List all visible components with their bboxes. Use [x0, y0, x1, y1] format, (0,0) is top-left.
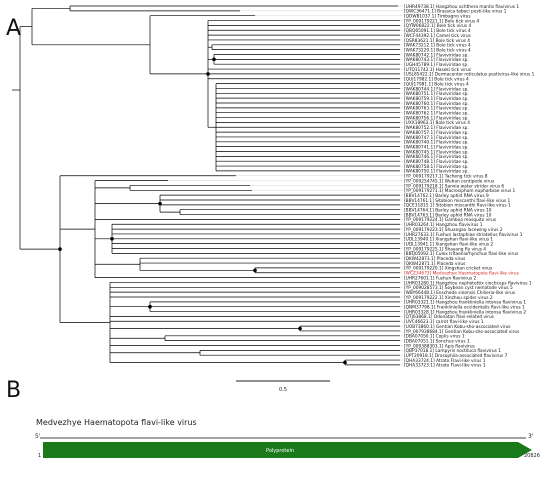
leaf-label: [QKW42871.1] Placeda virus: [404, 261, 466, 267]
leaf-label: [WAK80752.1] Flaviviridae sp.: [404, 125, 469, 131]
leaf-label: [YP_009254745.1] Wuhan centipede virus: [404, 178, 495, 184]
leaf-label: [YP_009179222.1] Xinzhou spider virus 2: [404, 295, 493, 301]
leaf-label: [QUJ17981.1] Bole tick virus 4: [404, 81, 469, 87]
leaf-label: [YP_009179225.1] Shayang fly virus 4: [404, 246, 486, 252]
scale-bar-label: 0.5: [279, 387, 287, 393]
genome-length-end: 20826: [524, 453, 540, 459]
leaf-label: [QCE31815.1] Sitobion miscanthi flavi-li…: [404, 203, 511, 209]
leaf-label: [YP_009179221.1] Bole tick virus 4: [404, 18, 479, 24]
leaf-label: [YP_009179224.1] Gamboa mosquito virus: [404, 217, 497, 223]
leaf-label: [BBV14762.1] Barley aphid RNA virus 9: [404, 193, 489, 199]
leaf-label: [WAK80750.1] Flaviviridae sp.: [404, 169, 469, 175]
leaf-label: [QDW81037.1] Timbagno virus: [404, 14, 471, 20]
leaf-label: [UHR27633.1] Fushun lastaphiae striatell…: [404, 232, 523, 238]
leaf-label: [UHR49738.1] Hangzhou ochthera mantis fl…: [404, 4, 519, 10]
leaf-label: [WAK80745.1] Flaviviridae sp.: [404, 149, 469, 155]
leaf-label: [WAK73212.1] Bole tick virus 4: [404, 43, 471, 49]
leaf-label: [UDL13940.1] Xiangshan flavi-like virus …: [404, 237, 493, 243]
leaf-label: [QHA33723.1] Atrato Flavi-like virus 1: [404, 363, 486, 369]
genome-title: Medvezhye Haematopota flavi-like virus: [36, 418, 197, 427]
leaf-label: [QHA33724.1] Atrato Flavi-like virus 1: [404, 358, 486, 364]
leaf-label: [BBV14761.1] Sitobion miscanthi flavi-li…: [404, 198, 511, 204]
leaf-label: [WAK80763.1] Flaviviridae sp.: [404, 106, 469, 112]
genome-map: 5' 3' 1 Polyprotein 20826: [35, 433, 540, 459]
leaf-label: [YP_009179218.1] Sanxia water strider vi…: [404, 183, 504, 189]
leaf-label: [WAK80744.1] Flaviviridae sp.: [404, 86, 469, 92]
tree-branches: [12, 5, 403, 366]
leaf-label: [WAK80742.1] Flaviviridae sp.: [404, 52, 469, 58]
leaf-label: [DBA07050.1] Coplis virus 1: [404, 334, 465, 340]
leaf-label: [WAK80748.1] Flaviviridae sp.: [404, 159, 469, 165]
leaf-label: [YP_009179217.1] Tacheng tick virus 8: [404, 174, 488, 180]
leaf-label: [BBV14764.1] Barley aphid RNA virus 10: [404, 208, 492, 214]
panel-label-a: A: [6, 16, 22, 41]
genome-length-start: 1: [38, 453, 41, 459]
genome-three-prime: 3': [528, 433, 534, 440]
leaf-label: [WAK80746.1] Flaviviridae sp.: [404, 154, 469, 160]
leaf-label: [WAK80756.1] Flaviviridae sp.: [404, 115, 469, 121]
polyprotein-label: Polyprotein: [266, 448, 294, 454]
polyprotein-orf: [43, 442, 532, 458]
leaf-label: [QSR83621.1] Bole tick virus 4: [404, 38, 470, 44]
leaf-label: [WAK80743.1] Flaviviridae sp.: [404, 57, 469, 63]
genome-five-prime: 5': [35, 433, 41, 440]
leaf-label: [YP_009179271.1] Macrosiphum euphorbiae …: [404, 188, 516, 194]
leaf-label: [WAK80759.1] Flaviviridae sp.: [404, 96, 469, 102]
leaf-label: [UHR27601.1] Fushun flavivirus 2: [404, 275, 476, 281]
leaf-label: [WAK80740.1] Flaviviridae sp.: [404, 140, 469, 146]
tree-leaf-labels: [UHR49738.1] Hangzhou ochthera mantis fl…: [404, 4, 535, 369]
leaf-label: [UHR03280.1] Hangzhou nephotettix cincti…: [404, 280, 532, 286]
leaf-label: [UOB73860.1] Gentian Kobu-sho-associated…: [404, 324, 511, 330]
leaf-label: [QBQ65091.1] Bole tick virus 4: [404, 28, 471, 34]
leaf-label: [QBP37018.1] Lampyris noctiluca flavivir…: [404, 348, 501, 354]
leaf-label: [UGH45789.1] Flaviviridae sp.: [404, 62, 469, 68]
leaf-label: [YP_007938684.1] Gentian Kobu-sho-associ…: [404, 329, 520, 335]
leaf-label: [UXX18963.1] Bole tick virus 4: [404, 120, 470, 126]
leaf-label: [YP_009028573.1] Soybean cyst nematode v…: [404, 285, 513, 291]
leaf-label: [QYW06822.1] Bole tick virus 4: [404, 23, 471, 29]
leaf-label: [WAK73229.1] Bole tick virus 4: [404, 47, 471, 53]
leaf-label: [WAK80741.1] Flaviviridae sp.: [404, 144, 469, 150]
leaf-label: [QKW42873.1] Placeda virus: [404, 256, 466, 262]
leaf-label: [UVC46623.1] carrot flavi-like virus 1: [404, 319, 484, 325]
leaf-label-highlighted: [WCZ34673] Medvezhye Haematopota flavi-l…: [404, 271, 520, 277]
leaf-label: [WBY66448.1] Enschede sinensis Chilieria…: [404, 290, 516, 296]
leaf-label: [WAK80758.1] Flaviviridae sp.: [404, 164, 469, 170]
leaf-label: [UHR03321.1] Hangzhou frankliniella into…: [404, 300, 526, 306]
leaf-label: [QNM37798.1] Frankliniella occidentalis …: [404, 305, 525, 311]
scale-bar: 0.5: [236, 380, 330, 393]
leaf-label: [UPT20918.1] Drosophila-associated flavi…: [404, 353, 508, 359]
panel-label-b: B: [6, 378, 22, 403]
leaf-label: [QUJ17982.1] Bole tick virus 4: [404, 77, 469, 83]
leaf-label: [WAK80751.1] Flaviviridae sp.: [404, 91, 469, 97]
leaf-label: [YP_009179220.1] Xingshan cricket virus: [404, 266, 493, 272]
leaf-label: [WAK80760.1] Flaviviridae sp.: [404, 101, 469, 107]
leaf-label: [BBQ05092.1] Culex tritaeniorhynchus fla…: [404, 251, 519, 257]
leaf-label: [UTQ11742.1] Haseki tick virus: [404, 67, 472, 73]
leaf-label: [WAK80762.1] Flaviviridae sp.: [404, 111, 469, 117]
leaf-label: [UHR03264.1] Hangzhou flavivirus 1: [404, 222, 483, 228]
leaf-label: [WAK80757.1] Flaviviridae sp.: [404, 130, 469, 136]
leaf-label: [YP_009388303.1] Apis flavivirus: [404, 343, 476, 349]
leaf-label: [QTJ63868.1] Odonatan flavi-related viru…: [404, 314, 495, 320]
leaf-label: [BBV14763.1] Barley aphid RNA virus 10: [404, 212, 492, 218]
leaf-label: [QWC36471.1] Brassica tabaci pesti-like …: [404, 9, 507, 15]
leaf-label: [WCF44392.1] Camel tick virus: [404, 33, 472, 39]
phylogenetic-tree: [UHR49738.1] Hangzhou ochthera mantis fl…: [12, 4, 535, 393]
leaf-label: [UHR03328.1] Hangzhou frankliniella into…: [404, 309, 526, 315]
leaf-label: [YP_009179223.1] Shuangao lacewing virus…: [404, 227, 503, 233]
leaf-label: [DBA07051.1] Sonchus virus 1: [404, 338, 470, 344]
leaf-label: [UDL13941.1] Xiangshan flavi-like virus …: [404, 241, 493, 247]
leaf-label: [WAK80747.1] Flaviviridae sp.: [404, 135, 469, 141]
leaf-label: [USL85422.1] Dermacentor reticulatus pes…: [404, 72, 535, 78]
